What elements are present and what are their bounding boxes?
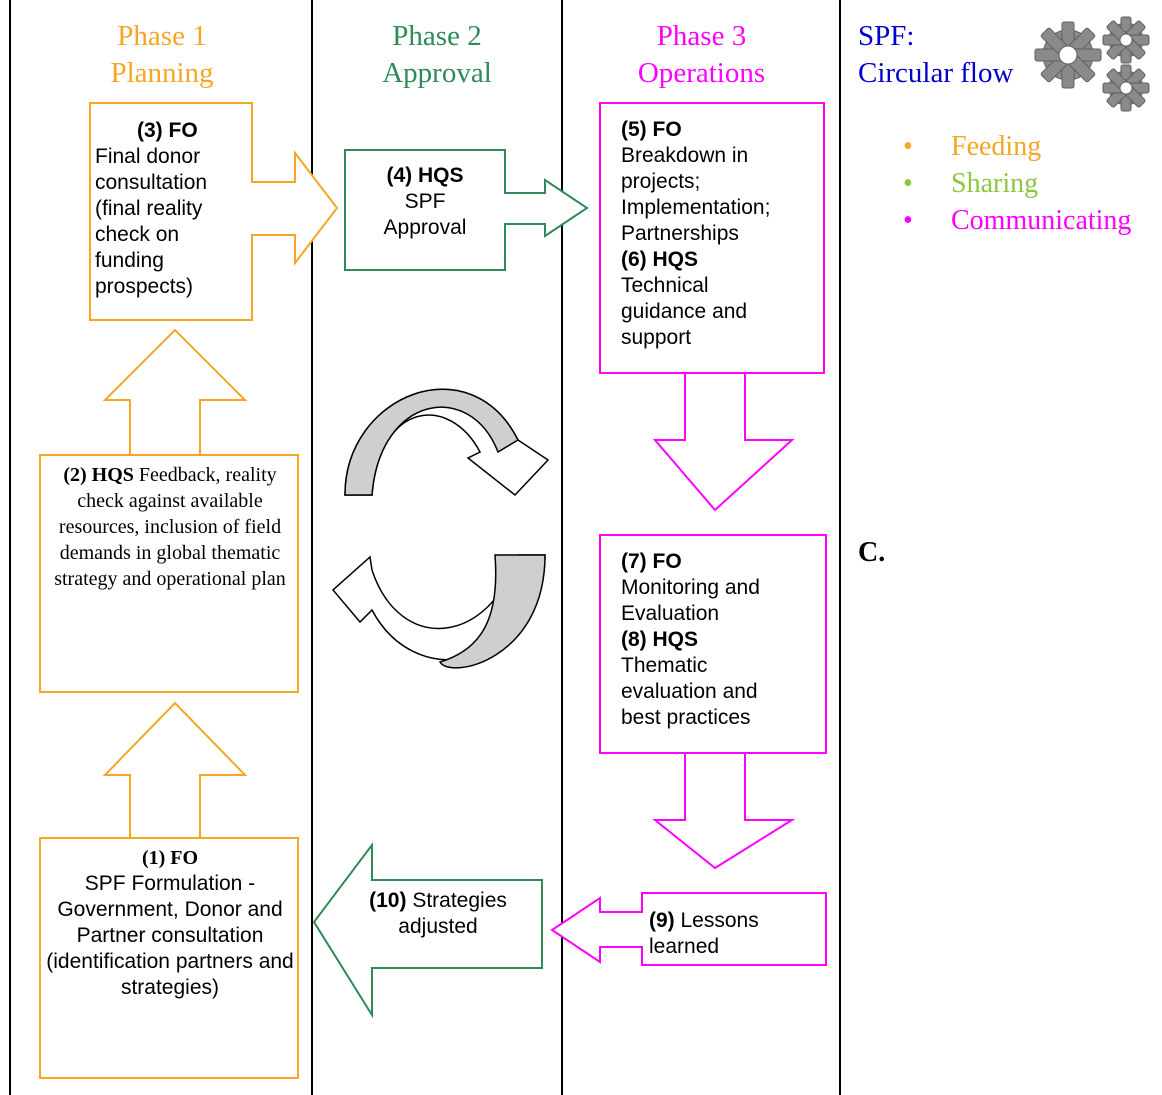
phase-3-subtitle: Operations: [637, 57, 766, 89]
step-1-body: SPF Formulation - Government, Donor and …: [46, 872, 294, 999]
step-10-arrow-shape: [312, 842, 543, 1019]
step-2-number: (2): [63, 464, 87, 486]
phase-3-header: Phase 3 Operations: [563, 18, 840, 92]
step-6-heading: (6) HQS: [621, 247, 816, 273]
step-4-actor: HQS: [418, 164, 464, 187]
step-10-body: Strategies adjusted: [398, 889, 507, 938]
step-4-number: (4): [386, 164, 413, 187]
spf-title-line1: SPF:: [858, 20, 915, 52]
legend-label: Sharing: [951, 168, 1039, 199]
phase-1-subtitle: Planning: [110, 57, 214, 89]
step-9-body: Lessons learned: [649, 909, 759, 958]
legend-item-feeding: • Feeding: [903, 128, 1131, 165]
step-1-box: [39, 837, 299, 1079]
step-7-heading: (7) FO: [621, 549, 816, 575]
step-6-actor: HQS: [652, 248, 699, 271]
up-arrow-1-to-2: [102, 701, 248, 839]
step-7-body: Monitoring and Evaluation: [621, 576, 760, 625]
legend-bullet: •: [903, 168, 913, 199]
arrow-9-to-10: [550, 896, 643, 964]
phase-1-header: Phase 1 Planning: [12, 18, 312, 92]
step-3-text: (3) FO Final donor consultation (final r…: [95, 118, 250, 300]
step-6-number: (6): [621, 248, 647, 271]
gears-icon: [1034, 16, 1150, 112]
step-7-number: (7): [621, 550, 647, 573]
step-8-actor: HQS: [652, 628, 699, 651]
step-10-number: (10): [369, 889, 407, 912]
up-arrow-2-to-3: [102, 328, 248, 456]
down-arrow-6-to-7: [652, 372, 795, 512]
step-8-heading: (8) HQS: [621, 627, 816, 653]
step-3-heading: (3) FO: [95, 118, 250, 144]
step-1-actor: FO: [170, 847, 199, 869]
step-5-6-box: [599, 102, 825, 374]
step-3-number: (3): [137, 119, 163, 142]
down-arrow-8-to-9: [652, 752, 796, 870]
step-9-number: (9): [649, 909, 675, 932]
circular-arrow-top: [344, 388, 550, 497]
step-8-body: Thematic evaluation and best practices: [621, 654, 758, 729]
step-3-arrow-shape: [89, 102, 339, 321]
step-7-8-text: (7) FO Monitoring and Evaluation (8) HQS…: [621, 549, 816, 731]
phase-3-title: Phase 3: [656, 20, 747, 52]
spf-title-line2: Circular flow: [858, 57, 1014, 89]
step-4-heading: (4) HQS: [355, 163, 495, 189]
step-3-actor: FO: [168, 119, 198, 142]
step-5-6-text: (5) FO Breakdown in projects; Implementa…: [621, 117, 816, 351]
legend-item-sharing: • Sharing: [903, 165, 1131, 202]
phase-2-title: Phase 2: [392, 20, 482, 52]
step-7-actor: FO: [652, 550, 682, 573]
step-1-number: (1): [141, 847, 166, 869]
step-9-text: (9) Lessons learned: [649, 908, 799, 958]
step-8-number: (8): [621, 628, 647, 651]
step-2-text: (2) HQS Feedback, reality check against …: [46, 462, 294, 592]
circular-arrow-bottom: [331, 554, 546, 669]
step-1-heading: (1) FO: [46, 845, 294, 871]
legend-bullet: •: [903, 205, 913, 236]
step-3-body: Final donor consultation (final reality …: [95, 145, 208, 298]
step-9-box: [641, 892, 827, 966]
phase-2-header: Phase 2 Approval: [313, 18, 561, 92]
step-4-body: SPF Approval: [383, 190, 467, 239]
side-letter: C.: [858, 537, 886, 568]
legend-bullet: •: [903, 131, 913, 162]
legend-label: Feeding: [951, 131, 1042, 162]
step-2-body: Feedback, reality check against availabl…: [54, 464, 286, 590]
legend-item-communicating: • Communicating: [903, 202, 1131, 239]
step-6-body: Technical guidance and support: [621, 274, 748, 349]
phase-1-title: Phase 1: [117, 20, 207, 52]
phase-2-subtitle: Approval: [382, 57, 492, 89]
step-5-number: (5): [621, 118, 647, 141]
legend-label: Communicating: [951, 205, 1132, 236]
step-1-text: (1) FO SPF Formulation - Government, Don…: [46, 845, 294, 1001]
step-5-heading: (5) FO: [621, 117, 816, 143]
step-10-text: (10) Strategies adjusted: [358, 888, 518, 940]
step-5-body: Breakdown in projects; Implementation; P…: [621, 144, 771, 245]
step-2-actor: HQS: [91, 464, 134, 486]
step-7-8-box: [599, 534, 827, 754]
step-4-arrow-shape: [344, 149, 589, 271]
step-4-text: (4) HQS SPF Approval: [355, 163, 495, 241]
step-2-box: [39, 454, 299, 693]
step-5-actor: FO: [652, 118, 682, 141]
spf-title: SPF: Circular flow: [858, 18, 1013, 92]
legend: • Feeding • Sharing • Communicating: [903, 128, 1131, 239]
